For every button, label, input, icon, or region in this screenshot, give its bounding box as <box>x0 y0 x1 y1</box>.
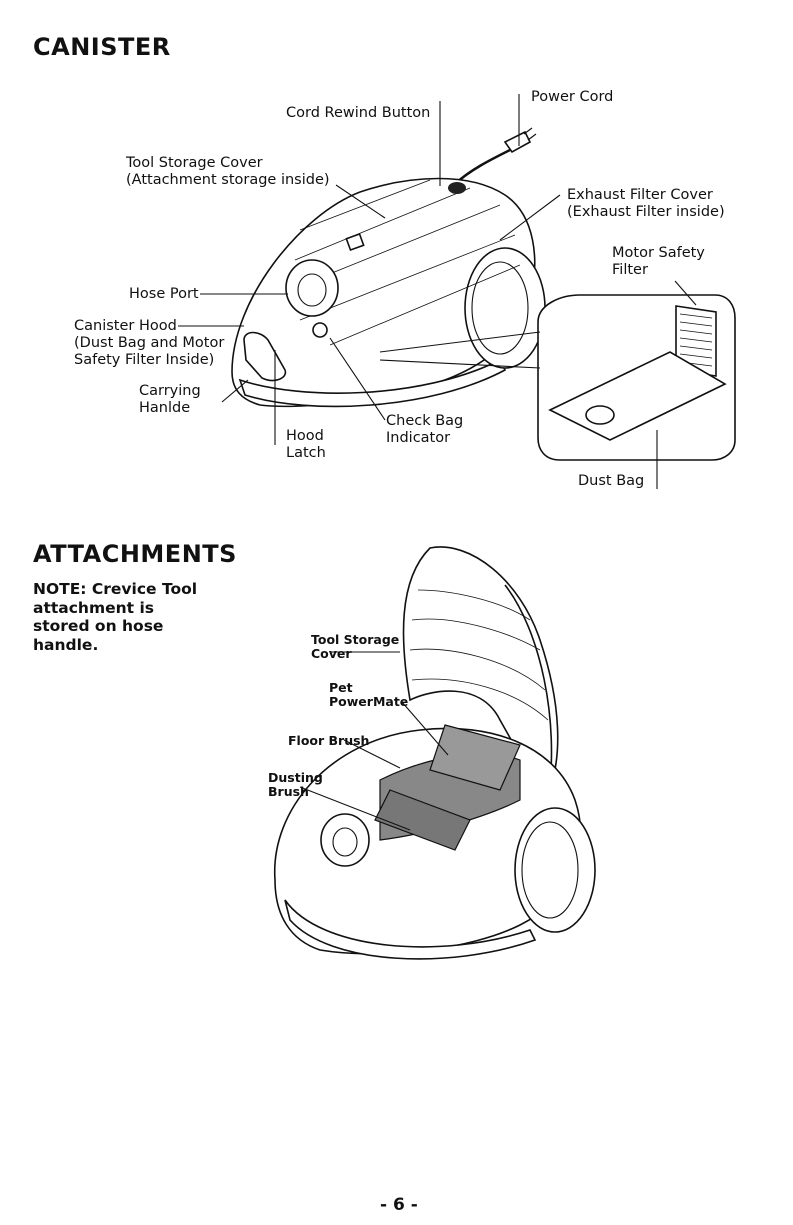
open-lid <box>402 546 559 802</box>
label-tool-storage-cover-note: (Attachment storage inside) <box>126 172 330 188</box>
label-floor-brush: Floor Brush <box>288 733 370 748</box>
canister-body-open <box>274 727 582 955</box>
label-pet-powermate-2: PowerMate <box>329 694 409 709</box>
label-tool-storage-cover-open: Tool Storage <box>311 632 400 647</box>
label-power-cord: Power Cord <box>531 89 614 105</box>
label-check-bag-indicator: Check Bag <box>386 413 464 429</box>
stored-tools <box>379 753 521 841</box>
motor-safety-filter <box>675 305 717 377</box>
label-canister-hood-note-1: (Dust Bag and Motor <box>74 335 225 351</box>
floor-brush <box>374 789 471 851</box>
canister-diagram <box>178 94 736 489</box>
label-hood-latch: Hood <box>286 428 324 444</box>
label-pet-powermate: Pet <box>329 680 353 695</box>
label-exhaust-filter-note: (Exhaust Filter inside) <box>567 204 725 220</box>
label-hose-port: Hose Port <box>129 286 199 302</box>
attachments-heading: ATTACHMENTS <box>33 540 237 568</box>
page-number: - 6 - <box>380 1195 418 1215</box>
label-dust-bag: Dust Bag <box>578 473 645 489</box>
label-carrying-handle: Carrying <box>139 383 201 399</box>
label-check-bag-indicator-2: Indicator <box>386 430 451 446</box>
label-canister-hood: Canister Hood <box>74 318 177 334</box>
label-exhaust-filter-cover: Exhaust Filter Cover <box>567 187 713 203</box>
crevice-tool-note: NOTE: Crevice Tool attachment is stored … <box>33 580 198 654</box>
label-cord-rewind-button: Cord Rewind Button <box>286 105 431 121</box>
label-dusting-brush-2: Brush <box>268 784 309 799</box>
label-motor-safety-filter: Motor Safety <box>612 245 705 261</box>
label-hood-latch-2: Latch <box>286 445 326 461</box>
label-canister-hood-note-2: Safety Filter Inside) <box>74 352 215 368</box>
label-tool-storage-cover-open-2: Cover <box>311 646 352 661</box>
canister-heading: CANISTER <box>33 33 171 61</box>
label-motor-safety-filter-2: Filter <box>612 262 648 278</box>
label-dusting-brush: Dusting <box>268 770 323 785</box>
hose-port <box>285 259 339 317</box>
pet-powermate <box>429 724 521 791</box>
rear-wheel <box>464 247 546 369</box>
power-plug-icon <box>503 130 532 154</box>
hose-port-open <box>320 813 370 867</box>
label-carrying-handle-2: Hanlde <box>139 400 191 416</box>
label-tool-storage-cover: Tool Storage Cover <box>126 155 263 171</box>
